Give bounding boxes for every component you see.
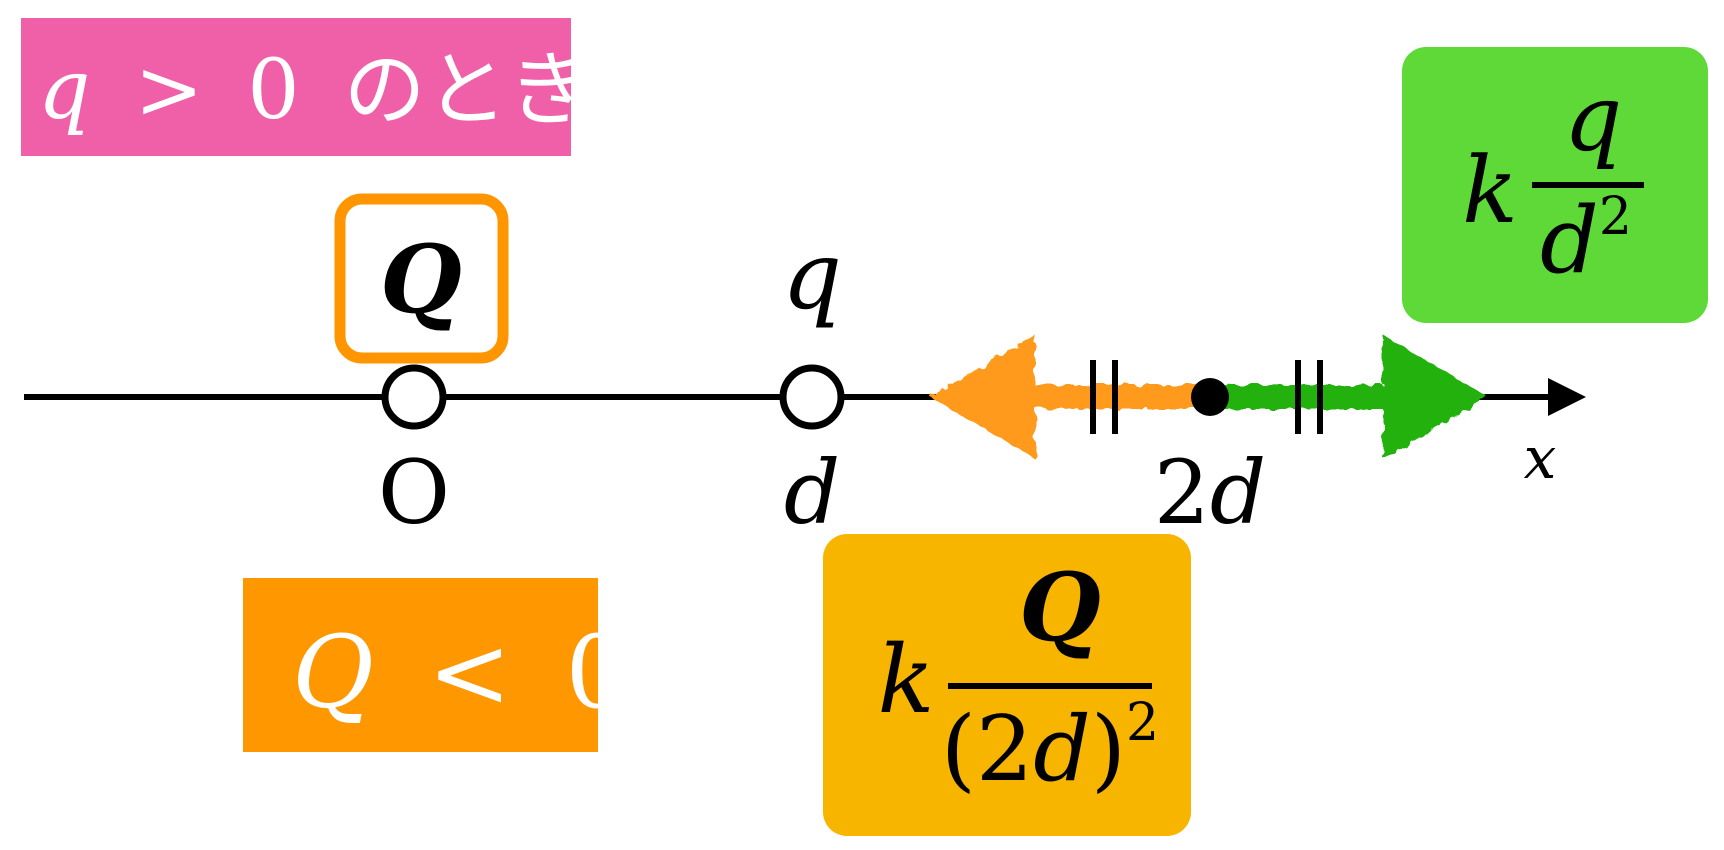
field-q-denominator: d2 (1540, 187, 1632, 294)
equal-length-marks-left (1090, 360, 1118, 434)
field-point-dot (1191, 378, 1229, 416)
condition-Q-var: Q (292, 614, 374, 731)
field-Q-denominator: (2d)2 (941, 693, 1159, 802)
field-q-formula-box: k q d2 (1402, 47, 1708, 323)
field-Q-formula-box: k Q (2d)2 (823, 534, 1191, 836)
position-2d-coef: 2 (1154, 441, 1210, 544)
field-vector-Q-shaft (1010, 385, 1210, 409)
condition-q-text: q > 0 のとき (38, 43, 590, 138)
position-2d-label: 2d (1154, 441, 1266, 544)
charge-Q-circle (381, 364, 447, 430)
origin-label: O (378, 441, 450, 544)
charge-Q-label-box: Q (334, 193, 509, 364)
field-Q-denominator-coef: 2 (976, 697, 1033, 802)
position-d-label: d (784, 441, 840, 544)
field-Q-denominator-exp: 2 (1126, 693, 1159, 753)
field-vector-q (1212, 335, 1488, 459)
x-axis-arrowhead (1548, 378, 1586, 416)
field-Q-denominator-open: ( (941, 697, 976, 802)
charge-q-circle (779, 364, 845, 430)
condition-Q-background (243, 578, 598, 752)
field-vector-q-shaft (1212, 385, 1412, 409)
field-Q-denominator-var: d (1033, 697, 1091, 802)
condition-Q-box: Q < 0 (243, 578, 629, 752)
condition-q-zero: 0 (247, 43, 299, 138)
condition-q-var: q (38, 43, 91, 138)
charge-Q-label: Q (380, 225, 462, 335)
condition-Q-relation: < (428, 614, 512, 731)
field-q-denominator-var: d (1540, 187, 1599, 294)
condition-q-suffix: のとき (344, 43, 590, 138)
equal-length-marks-right (1295, 360, 1323, 434)
position-2d-var: d (1210, 441, 1266, 544)
field-q-numerator: q (1564, 65, 1623, 172)
field-Q-numerator: Q (1019, 553, 1101, 663)
condition-q-background (21, 18, 571, 156)
field-q-k: k (1462, 137, 1518, 244)
field-vector-Q (930, 335, 1210, 459)
condition-q-relation: > (135, 43, 204, 138)
field-vector-Q-head (930, 335, 1035, 459)
condition-Q-text: Q < 0 (292, 614, 629, 731)
field-Q-k: k (878, 626, 935, 735)
field-Q-denominator-close: ) (1091, 697, 1126, 802)
condition-Q-zero: 0 (565, 614, 629, 731)
field-vector-q-head (1383, 335, 1488, 459)
field-q-denominator-exp: 2 (1599, 187, 1632, 247)
charge-Q-outline (334, 193, 509, 364)
condition-q-box: q > 0 のとき (21, 18, 590, 156)
charge-q-label: q (782, 222, 842, 331)
x-axis-label: x (1524, 424, 1557, 492)
